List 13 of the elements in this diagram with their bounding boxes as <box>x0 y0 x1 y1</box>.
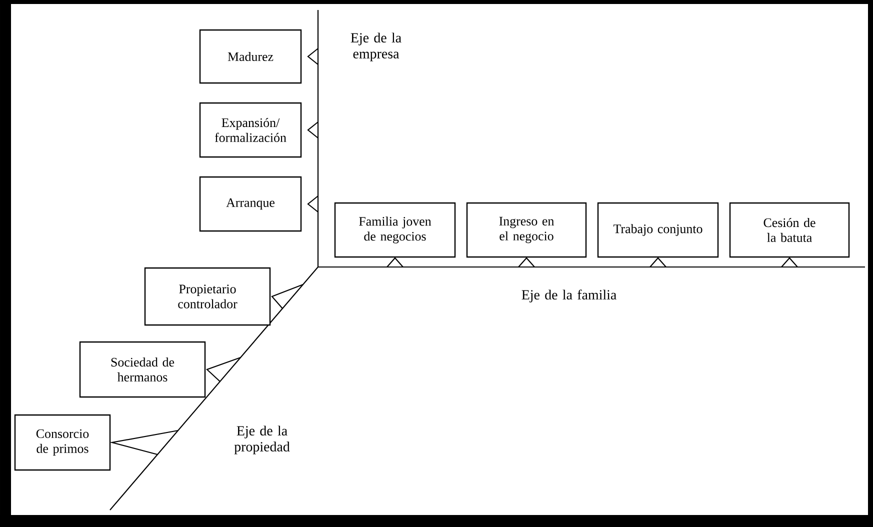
stage-box: Sociedad de hermanos <box>79 341 206 398</box>
stage-box: Expansión/ formalización <box>199 102 302 158</box>
axis-title: Eje de la familia <box>522 290 616 302</box>
stage-box: Familia joven de negocios <box>334 202 456 258</box>
stage-box: Arranque <box>199 176 302 232</box>
stage-box: Propietario controlador <box>144 267 271 326</box>
stage-box: Cesión de la batuta <box>729 202 850 258</box>
stage-box: Trabajo conjunto <box>597 202 719 258</box>
axis-title: Eje de la empresa <box>350 32 402 62</box>
stage-box: Ingreso en el negocio <box>466 202 587 258</box>
axis-title: Eje de la propiedad <box>234 426 290 454</box>
stage-box: Madurez <box>199 29 302 84</box>
stage-box: Consorcio de primos <box>14 414 111 471</box>
